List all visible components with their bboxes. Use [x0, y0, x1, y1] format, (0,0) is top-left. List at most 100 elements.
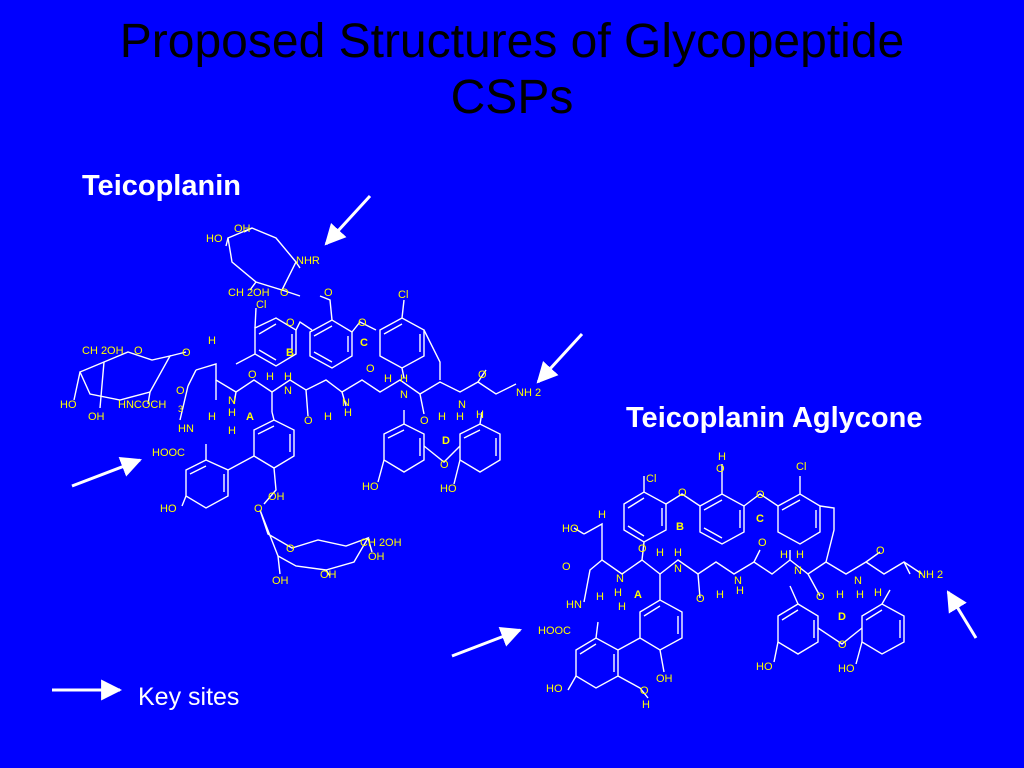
atom-label: H	[614, 587, 622, 599]
atom-label: O	[304, 415, 313, 427]
atom-label: O	[640, 685, 649, 697]
aglycone-ring-a	[639, 599, 683, 651]
atom-label: N	[616, 573, 624, 585]
ring-d-left	[383, 423, 425, 473]
atom-label: H	[438, 411, 446, 423]
atom-label: O	[638, 543, 647, 555]
aglycone-ring-d-right	[861, 603, 905, 655]
atom-label: H	[674, 547, 682, 559]
key-site-arrows	[52, 194, 978, 701]
ring-a	[253, 419, 295, 469]
atom-label: Cl	[256, 299, 266, 311]
atom-label: HO	[362, 481, 379, 493]
atom-label: CH 2OH	[228, 287, 270, 299]
atom-label: N	[284, 385, 292, 397]
aglycone-backbone	[583, 522, 923, 575]
slide-title: Proposed Structures of Glycopeptide CSPs	[0, 14, 1024, 126]
atom-label: HOOC	[152, 447, 185, 459]
atom-label: O	[254, 503, 263, 515]
atom-label: H	[780, 549, 788, 561]
atom-label: H	[856, 589, 864, 601]
arrow-icon	[451, 626, 522, 658]
aglycone-atom-labels: H O Cl Cl O O H B C HO O H H O H H O O N…	[538, 451, 943, 711]
atom-label: CH 2OH	[82, 345, 124, 357]
atom-label: H	[618, 601, 626, 613]
aglycone-ring-c	[699, 493, 745, 545]
atom-label: O	[696, 593, 705, 605]
atom-label: O	[562, 561, 571, 573]
atom-label: H	[228, 425, 236, 437]
atom-label: H	[284, 371, 292, 383]
aglycone-ring-cl	[777, 493, 821, 545]
atom-label: H	[208, 335, 216, 347]
atom-label: H	[598, 509, 606, 521]
atom-label: Cl	[398, 289, 408, 301]
atom-label: N	[342, 397, 350, 409]
atom-label: N	[734, 575, 742, 587]
left-sugar-ring	[79, 351, 172, 401]
aglycone-ring-b	[623, 491, 667, 543]
atom-label: HN	[178, 423, 194, 435]
atom-label: O	[478, 369, 487, 381]
arrow-icon	[946, 590, 978, 639]
atom-label: O	[678, 487, 687, 499]
teicoplanin-label: Teicoplanin	[82, 170, 241, 202]
atom-label: NH 2	[918, 569, 943, 581]
atom-label: H	[384, 373, 392, 385]
atom-label: OH	[272, 575, 289, 587]
atom-label: HO	[838, 663, 855, 675]
atom-label: C	[756, 513, 764, 525]
atom-label: N	[228, 395, 236, 407]
atom-label: OH	[368, 551, 385, 563]
atom-label: D	[442, 435, 450, 447]
atom-label: A	[634, 589, 642, 601]
ring-cl-right	[379, 317, 425, 369]
atom-label: B	[676, 521, 684, 533]
atom-label: OH	[268, 491, 285, 503]
teicoplanin-aglycone-label: Teicoplanin Aglycone	[626, 402, 923, 434]
atom-label: O	[358, 317, 367, 329]
atom-label: OH	[88, 411, 105, 423]
atom-label: H	[266, 371, 274, 383]
atom-label: NHR	[296, 255, 320, 267]
teicoplanin-structure	[73, 227, 517, 577]
atom-label: O	[324, 287, 333, 299]
atom-label: Cl	[646, 473, 656, 485]
atom-label: O	[440, 459, 449, 471]
atom-label: O	[420, 415, 429, 427]
atom-label: OH	[656, 673, 673, 685]
atom-label: N	[854, 575, 862, 587]
atom-label: H	[344, 407, 352, 419]
atom-label: H	[208, 411, 216, 423]
atom-label: H	[642, 699, 650, 711]
atom-label: N	[794, 565, 802, 577]
atom-label: OH	[320, 569, 337, 581]
peptide-backbone	[195, 363, 517, 395]
atom-label: O	[816, 591, 825, 603]
ring-lower-left	[185, 459, 229, 509]
atom-label: HO	[206, 233, 223, 245]
atom-label: H	[400, 373, 408, 385]
atom-label: HNCOCH	[118, 399, 166, 411]
atom-label: H	[596, 591, 604, 603]
atom-label: O	[758, 537, 767, 549]
atom-label: H	[324, 411, 332, 423]
atom-label: N	[458, 399, 466, 411]
top-sugar-ring	[227, 227, 297, 291]
atom-label: O	[248, 369, 257, 381]
atom-label: OH	[234, 223, 251, 235]
atom-label: N	[400, 389, 408, 401]
title-line-1: Proposed Structures of Glycopeptide	[119, 15, 905, 68]
bottom-sugar-ring	[259, 509, 370, 571]
ring-d-right	[459, 423, 501, 473]
atom-label: NH 2	[516, 387, 541, 399]
atom-label: Cl	[796, 461, 806, 473]
aglycone-ring-lower-left	[575, 637, 619, 689]
arrow-icon	[536, 332, 584, 384]
atom-label: HOOC	[538, 625, 571, 637]
arrow-icon	[324, 194, 372, 246]
atom-label: O	[286, 317, 295, 329]
atom-label: H	[456, 411, 464, 423]
atom-label: H	[874, 587, 882, 599]
title-line-2: CSPs	[450, 71, 574, 124]
